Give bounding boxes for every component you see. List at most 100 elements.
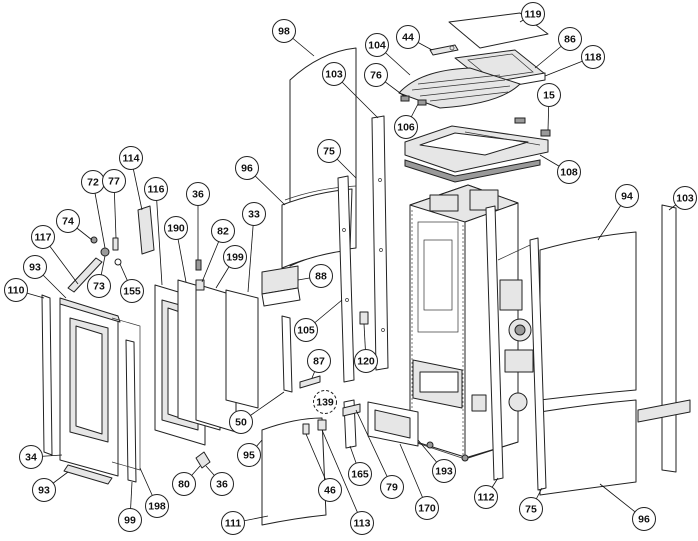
- hinge-82: [195, 279, 205, 291]
- callout-bubble-79: [380, 475, 404, 499]
- callout-116: 116: [144, 177, 168, 286]
- callout-label-111: 111: [225, 518, 242, 530]
- callout-bubble-103a: [322, 62, 346, 86]
- callout-bubble-76: [364, 63, 388, 87]
- callout-bubble-98: [272, 19, 296, 43]
- front-door-top-strip: [59, 297, 121, 323]
- callout-99: 99: [118, 481, 142, 532]
- callout-86: 86: [534, 27, 582, 69]
- callout-bubble-87: [307, 349, 331, 373]
- callout-87: 87: [307, 349, 331, 379]
- vertical-profile-103: [371, 115, 389, 371]
- callout-leader-113: [321, 429, 363, 524]
- callout-199: 199: [215, 245, 247, 289]
- callout-label-73: 73: [93, 281, 105, 293]
- callout-label-165: 165: [351, 469, 369, 481]
- callout-label-93a: 93: [29, 262, 41, 274]
- callout-15: 15: [537, 83, 561, 131]
- callout-82: 82: [201, 219, 235, 283]
- callout-bubble-111: [221, 511, 245, 535]
- right-front-profile-strip: [529, 237, 547, 491]
- callout-bubble-118: [581, 45, 605, 69]
- callout-34: 34: [19, 445, 63, 469]
- callout-bubble-116: [144, 177, 168, 201]
- callout-93a: 93: [23, 255, 67, 299]
- callout-label-103b: 103: [676, 193, 694, 205]
- callout-bubble-94: [615, 184, 639, 208]
- callout-108: 108: [539, 154, 581, 184]
- callout-bubble-77: [102, 169, 126, 193]
- callout-bubble-80: [172, 472, 196, 496]
- door-glass-33: [225, 289, 259, 409]
- callout-bubble-117: [31, 225, 55, 249]
- callout-label-190: 190: [167, 223, 185, 235]
- callout-72: 72: [81, 170, 106, 249]
- callout-label-120: 120: [357, 356, 375, 368]
- callout-label-99: 99: [124, 515, 136, 527]
- callout-bubble-93a: [23, 255, 47, 279]
- callout-bubble-15: [537, 83, 561, 107]
- door-seal-50: [281, 315, 293, 393]
- callout-76: 76: [364, 63, 405, 97]
- callout-bubble-110: [4, 278, 28, 302]
- callout-label-33: 33: [248, 209, 260, 221]
- callout-leader-79: [355, 409, 393, 488]
- lower-clip-46: [302, 423, 310, 435]
- callout-bubble-44: [396, 25, 420, 49]
- right-inner-profile-strip: [485, 205, 504, 481]
- callout-36a: 36: [186, 182, 210, 260]
- washer-72: [100, 247, 110, 257]
- callout-label-118: 118: [585, 52, 602, 64]
- callout-label-155: 155: [123, 286, 141, 298]
- stove-main-body: [409, 184, 536, 462]
- callout-label-93b: 93: [38, 485, 50, 497]
- callout-112: 112: [474, 477, 499, 509]
- callout-77: 77: [102, 169, 126, 239]
- bracket-79: [342, 403, 361, 417]
- callout-label-119: 119: [525, 9, 542, 21]
- callout-label-104: 104: [368, 40, 386, 52]
- bracket-87: [299, 375, 321, 389]
- screw-74: [90, 236, 98, 244]
- callout-label-113: 113: [354, 518, 371, 530]
- vertical-profile-105: [337, 175, 355, 383]
- callout-bubble-108: [557, 160, 581, 184]
- callout-label-96a: 96: [241, 163, 253, 175]
- callout-label-87: 87: [313, 356, 325, 368]
- callout-label-116: 116: [148, 184, 165, 196]
- front-door-frame-outer: [59, 299, 119, 477]
- callout-bubble-75b: [519, 497, 543, 521]
- callout-label-98: 98: [278, 26, 290, 38]
- callout-label-15: 15: [543, 90, 555, 102]
- callout-label-79: 79: [386, 482, 398, 494]
- callout-88: 88: [297, 264, 333, 288]
- callout-label-199: 199: [226, 252, 244, 264]
- callout-bubble-95: [237, 443, 261, 467]
- door-side-strip-99: [125, 339, 137, 483]
- callout-label-72: 72: [87, 177, 99, 189]
- callout-bubble-119: [521, 2, 545, 26]
- callout-leader-33: [247, 213, 255, 293]
- hinge-parts-36: [195, 259, 202, 271]
- callout-104: 104: [365, 33, 411, 76]
- callout-105: 105: [294, 299, 343, 342]
- callout-98: 98: [272, 19, 315, 57]
- callout-94: 94: [597, 184, 639, 241]
- callout-bubble-86: [558, 27, 582, 51]
- callout-bubble-50: [229, 410, 253, 434]
- callout-label-77: 77: [108, 176, 120, 188]
- callout-96a: 96: [235, 156, 286, 206]
- callout-label-106: 106: [397, 122, 415, 134]
- callout-label-88: 88: [315, 271, 327, 283]
- front-door-bottom-strip: [63, 464, 113, 485]
- left-side-strip-110: [41, 294, 53, 456]
- callout-label-74: 74: [62, 216, 74, 228]
- callout-label-170: 170: [418, 503, 436, 515]
- callout-113: 113: [321, 429, 374, 535]
- small-bracket-120: [359, 311, 369, 325]
- callout-119: 119: [519, 2, 545, 26]
- right-side-strip-panel: [661, 204, 677, 473]
- callout-label-139: 139: [316, 397, 334, 409]
